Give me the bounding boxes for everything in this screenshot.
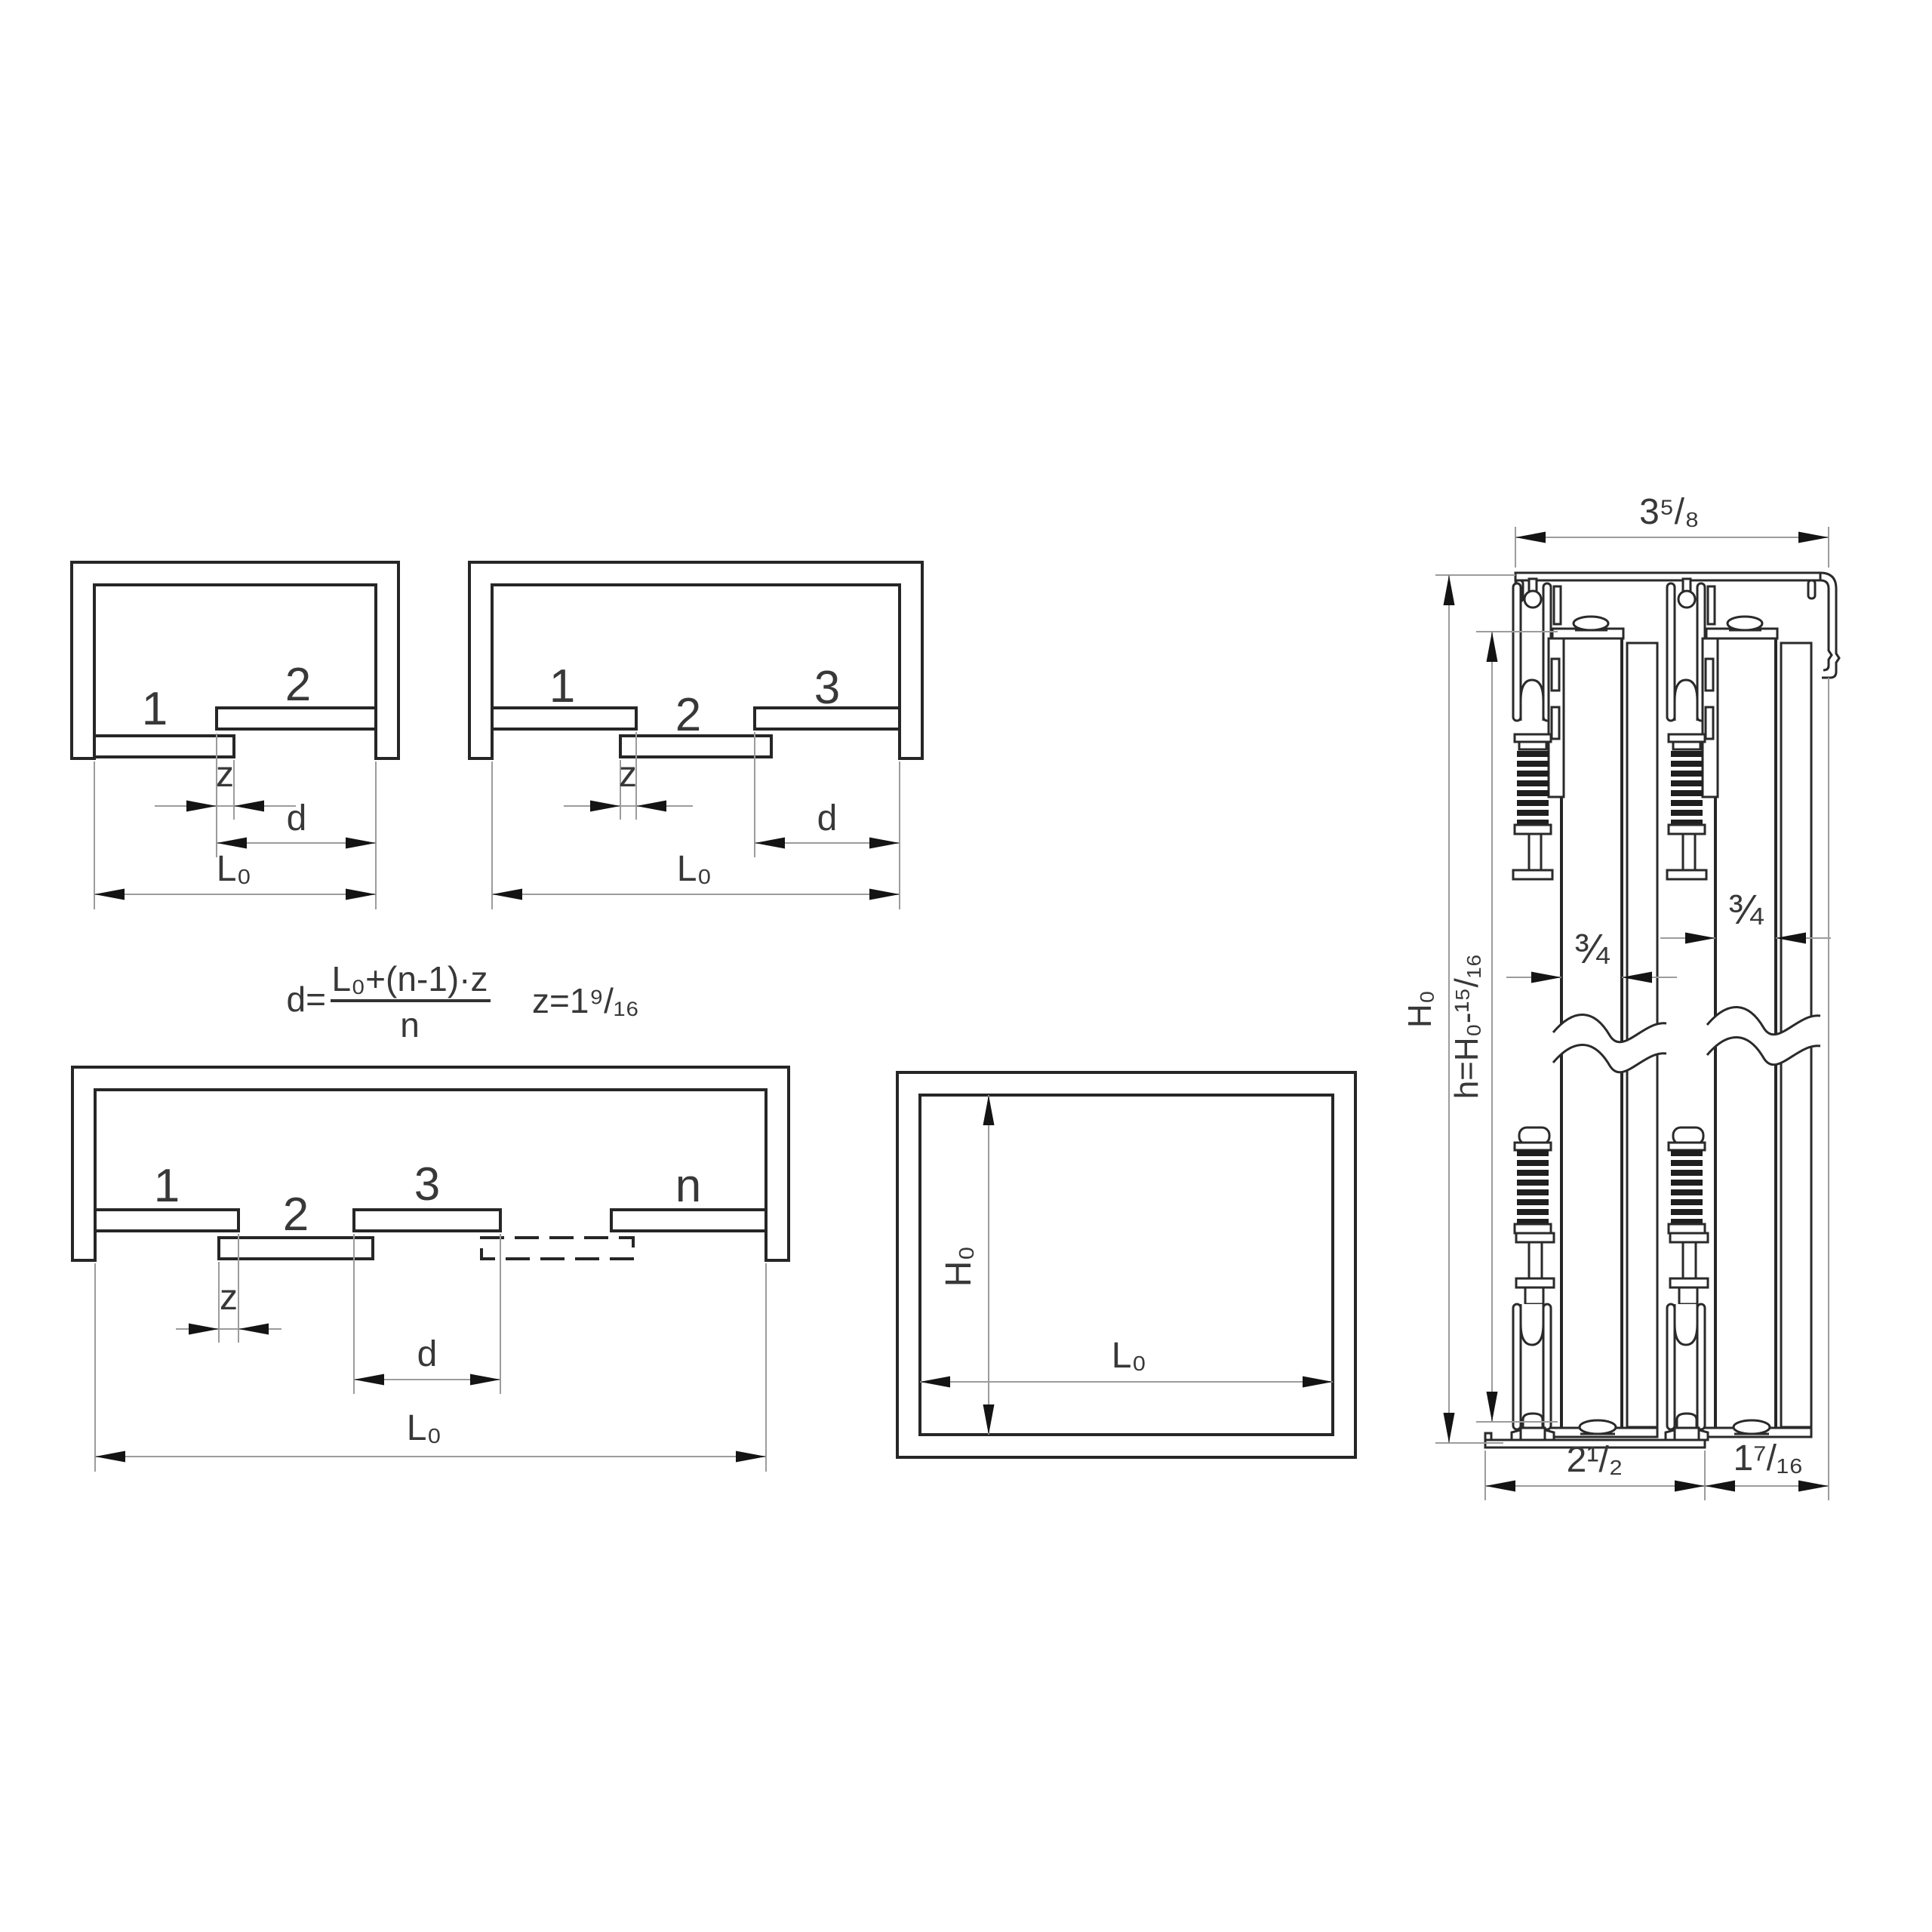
dim-label-d: d (287, 798, 307, 838)
panel-1 (93, 734, 235, 758)
dimensions: z d L₀ (491, 732, 900, 909)
panel-number: 1 (154, 1160, 180, 1212)
dim-label-top-width: 3⁵/₈ (1639, 492, 1700, 532)
panel-number: 1 (549, 660, 575, 712)
formula-denominator: n (400, 1005, 420, 1044)
dimensions: z d L₀ (94, 1234, 767, 1472)
dim-label-z: z (216, 755, 234, 795)
panel-2 (619, 734, 773, 758)
dim-label-wall-offset: 1⁷/₁₆ (1734, 1438, 1804, 1478)
dim-label-thickness-right: ¾ (1728, 885, 1764, 933)
panel-number: 2 (283, 1189, 309, 1241)
panel-1 (491, 706, 638, 731)
panel-1 (94, 1208, 240, 1232)
opening-inner (918, 1094, 1334, 1436)
panel-number: n (675, 1160, 701, 1212)
dim-label-l0: L₀ (407, 1408, 442, 1448)
panel-number: 3 (814, 662, 840, 714)
cross-section: 3⁵/₈ H₀ h=H₀-¹⁵/₁₆ ¾ ¾ (1401, 492, 1841, 1500)
panel-3 (352, 1208, 502, 1232)
panel-number: 1 (142, 683, 168, 735)
diagram-n-panel: 1 2 3 n z d L₀ (71, 1066, 790, 1472)
wall-section (71, 1066, 790, 1262)
wall-section (468, 561, 924, 760)
panel-number: 2 (285, 659, 311, 711)
panel-hidden (480, 1236, 635, 1260)
dim-label-thickness-left: ¾ (1574, 924, 1611, 972)
front-view-opening: H₀ L₀ (896, 1071, 1357, 1459)
dim-label-z: z (220, 1278, 238, 1318)
diagram-three-panel: 1 2 3 z d L₀ (468, 561, 924, 909)
dimensions: 3⁵/₈ H₀ h=H₀-¹⁵/₁₆ ¾ ¾ (1401, 492, 1831, 1500)
dim-label-l0: L₀ (1112, 1336, 1147, 1376)
dim-label-door-height: h=H₀-¹⁵/₁₆ (1448, 954, 1485, 1100)
dim-label-z: z (619, 755, 637, 795)
dim-label-h0: H₀ (939, 1246, 979, 1287)
opening-frame (896, 1071, 1357, 1459)
panel-number: 3 (414, 1158, 440, 1211)
panel-number: 2 (675, 689, 701, 741)
dim-label-d: d (817, 798, 838, 838)
diagram-two-panel: 1 2 z d L₀ (70, 561, 400, 909)
formula-block: d= L₀+(n-1)·z n z=1⁹/₁₆ (287, 959, 639, 1044)
panel-n (610, 1208, 768, 1232)
dim-label-l0: L₀ (677, 849, 712, 889)
panel-2 (217, 1236, 374, 1260)
dimensions: z d L₀ (94, 734, 377, 909)
formula-lhs: d= (287, 980, 326, 1019)
fascia-profile (1820, 571, 1841, 679)
bottom-fasteners (1578, 1419, 1771, 1435)
panel-2 (215, 706, 377, 731)
dim-label-opening-height: H₀ (1401, 990, 1438, 1028)
formula-numerator: L₀+(n-1)·z (332, 959, 488, 998)
wall-section (70, 561, 400, 760)
dim-label-l0: L₀ (217, 849, 252, 889)
dim-label-bottom-track: 2¹/₂ (1567, 1440, 1623, 1480)
panel-3 (753, 706, 901, 731)
dim-label-d: d (417, 1334, 438, 1374)
formula-gap-value: z=1⁹/₁₆ (532, 981, 639, 1020)
